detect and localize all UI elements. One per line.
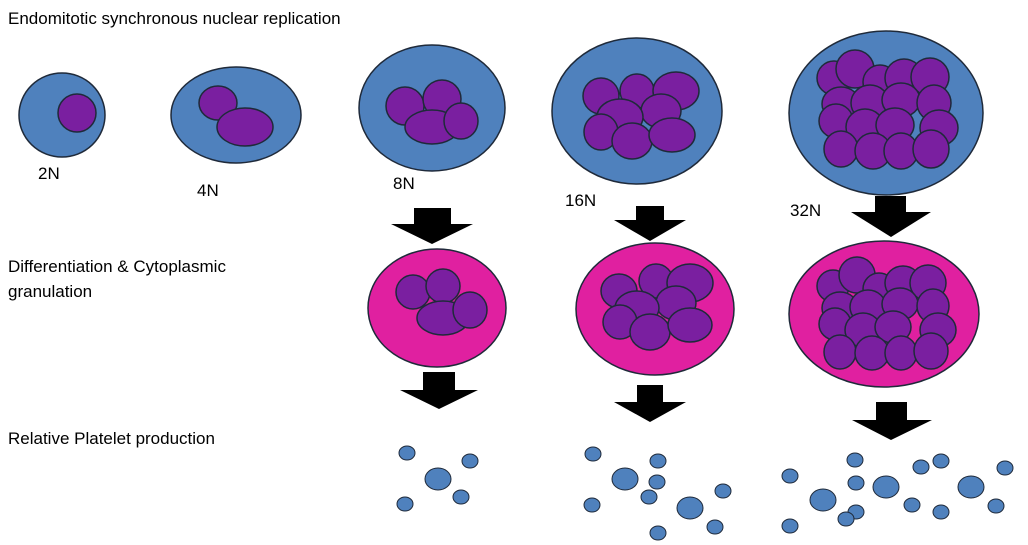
cell-8n	[358, 44, 506, 172]
arrow-down-icon	[614, 206, 686, 241]
platelet	[872, 475, 900, 499]
label-differentiation-line2: granulation	[8, 282, 92, 301]
nucleus	[57, 93, 97, 133]
cell-32n	[788, 30, 984, 196]
platelet	[781, 468, 799, 484]
nucleus	[611, 122, 653, 160]
platelet	[932, 453, 950, 469]
platelet	[583, 497, 601, 513]
arrow-down-icon	[852, 402, 932, 440]
platelets-16n	[583, 446, 732, 541]
platelet	[649, 453, 667, 469]
nucleus	[629, 313, 671, 351]
nucleus	[913, 332, 949, 370]
nucleus	[667, 307, 713, 343]
cell-4n	[170, 66, 302, 164]
platelet	[837, 511, 855, 527]
platelet	[987, 498, 1005, 514]
arrow-down-icon	[851, 196, 931, 237]
nucleus	[854, 335, 890, 371]
nucleus	[443, 102, 479, 140]
platelet	[996, 460, 1014, 476]
platelet	[676, 496, 704, 520]
nucleus	[425, 268, 461, 304]
granulated-cell-32n	[788, 240, 980, 388]
nucleus	[395, 274, 431, 310]
ploidy-label-4n: 4N	[197, 181, 219, 200]
nucleus	[648, 117, 696, 153]
platelet	[846, 452, 864, 468]
platelet	[957, 475, 985, 499]
nucleus	[823, 130, 859, 168]
platelets-32n	[781, 452, 1014, 534]
platelet	[584, 446, 602, 462]
nucleus	[912, 129, 950, 169]
cell-2n	[18, 72, 106, 158]
platelet	[398, 445, 416, 461]
arrow-down-icon	[400, 372, 478, 409]
nucleus	[216, 107, 274, 147]
platelet	[461, 453, 479, 469]
platelet	[396, 496, 414, 512]
label-differentiation-line1: Differentiation & Cytoplasmic	[8, 257, 226, 276]
platelet	[847, 475, 865, 491]
platelet	[781, 518, 799, 534]
platelet	[903, 497, 921, 513]
granulated-cell-16n	[575, 242, 735, 376]
label-endomitotic-replication: Endomitotic synchronous nuclear replicat…	[8, 9, 341, 28]
granulated-cell-8n	[367, 248, 507, 368]
platelet	[640, 489, 658, 505]
platelet	[611, 467, 639, 491]
nucleus	[823, 334, 857, 370]
platelet	[452, 489, 470, 505]
platelet	[912, 459, 930, 475]
platelets-8n	[396, 445, 479, 512]
platelet	[424, 467, 452, 491]
platelet	[649, 525, 667, 541]
arrow-down-icon	[614, 385, 686, 422]
ploidy-label-32n: 32N	[790, 201, 821, 220]
ploidy-label-16n: 16N	[565, 191, 596, 210]
label-platelet-production: Relative Platelet production	[8, 429, 215, 448]
cell-16n	[551, 37, 723, 185]
platelet	[714, 483, 732, 499]
platelet	[932, 504, 950, 520]
platelet	[706, 519, 724, 535]
arrow-down-icon	[391, 208, 473, 244]
nucleus	[884, 335, 918, 371]
ploidy-label-8n: 8N	[393, 174, 415, 193]
platelet	[648, 474, 666, 490]
ploidy-label-2n: 2N	[38, 164, 60, 183]
platelet	[809, 488, 837, 512]
nucleus	[452, 291, 488, 329]
